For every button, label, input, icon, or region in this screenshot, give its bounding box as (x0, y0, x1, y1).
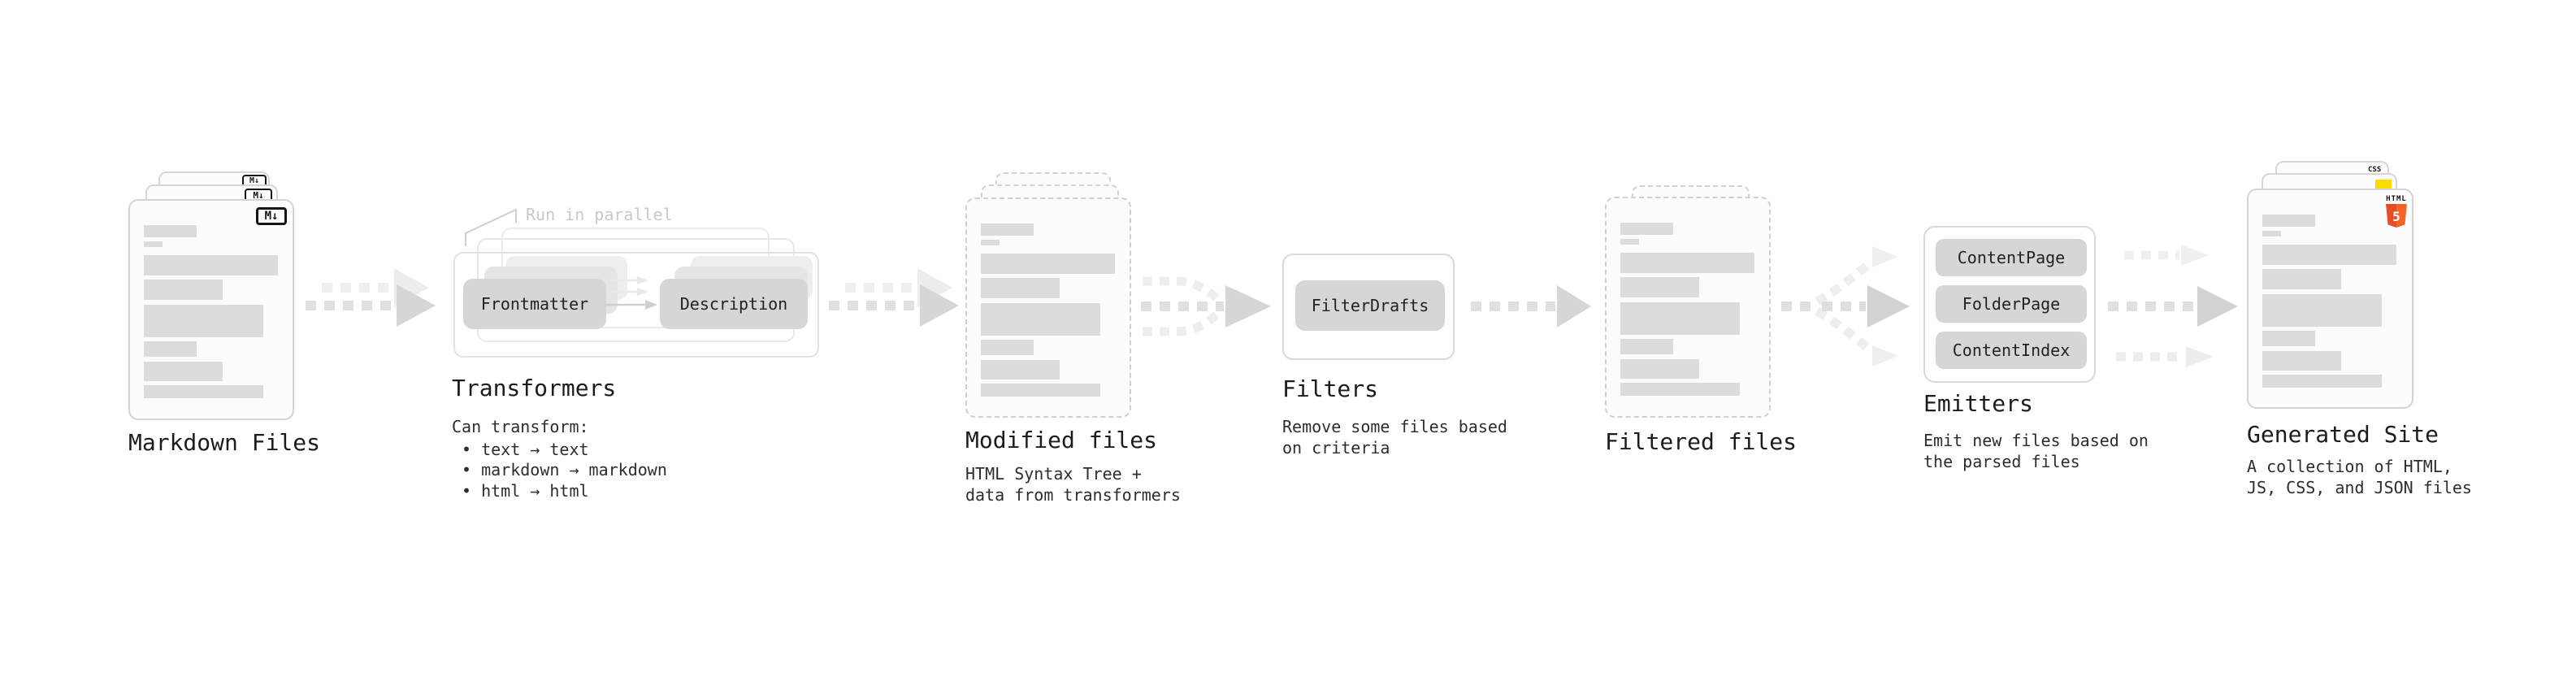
doc-skeleton-line (1620, 223, 1673, 235)
markdown-file-card-front: M↓ (128, 199, 294, 420)
doc-skeleton-line (2262, 231, 2281, 236)
content-index-pill: ContentIndex (1936, 332, 2087, 369)
doc-skeleton-line (144, 255, 278, 275)
html5-icon-number: 5 (2392, 209, 2400, 224)
doc-skeleton-line (2262, 351, 2341, 371)
doc-skeleton-line (981, 278, 1060, 298)
pill-to-pill-arrows (605, 276, 657, 310)
generated-site-label: Generated Site (2247, 421, 2439, 448)
transformers-bullet: • html → html (462, 481, 589, 501)
doc-skeleton-line (1620, 359, 1699, 379)
doc-skeleton-line (144, 341, 197, 357)
emitters-box: ContentPage FolderPage ContentIndex (1923, 226, 2096, 383)
emitters-description: Emit new files based on (1923, 431, 2149, 450)
filter-drafts-pill: FilterDrafts (1295, 280, 1445, 331)
arrow-transformers-to-modified (829, 268, 959, 327)
description-pill: Description (660, 279, 808, 329)
modified-files-label: Modified files (965, 427, 1158, 453)
filters-label: Filters (1282, 375, 1379, 402)
doc-skeleton-line (144, 225, 197, 237)
html5-icon-shield: 5 (2386, 204, 2407, 228)
doc-skeleton-line (144, 305, 263, 337)
markdown-files-label: Markdown Files (128, 429, 321, 456)
doc-skeleton-line (144, 385, 263, 398)
run-in-parallel-annotation: Run in parallel (526, 205, 673, 224)
arrow-filters-to-filtered (1471, 285, 1591, 327)
doc-skeleton-line (981, 360, 1060, 380)
html-file-card: HTML 5 (2247, 189, 2413, 409)
css-file-icon: CSS (2368, 166, 2382, 174)
doc-skeleton-line (981, 384, 1100, 397)
doc-skeleton-line (2262, 375, 2382, 388)
html5-icon-label: HTML (2386, 195, 2407, 203)
content-page-pill: ContentPage (1936, 239, 2087, 276)
doc-skeleton-line (2262, 269, 2341, 289)
modified-files-description: HTML Syntax Tree + (965, 464, 1142, 484)
doc-skeleton-line (144, 241, 163, 247)
doc-skeleton-line (1620, 302, 1740, 335)
filtered-files-label: Filtered files (1605, 428, 1798, 455)
doc-skeleton-line (144, 280, 223, 300)
filtered-file-card-front (1605, 197, 1771, 418)
frontmatter-pill: Frontmatter (463, 279, 606, 329)
doc-skeleton-line (1620, 239, 1639, 245)
doc-skeleton-line (2262, 245, 2396, 265)
arrow-filtered-to-emitters (1781, 246, 1910, 367)
emitters-description: the parsed files (1923, 452, 2080, 471)
doc-skeleton-line (981, 340, 1034, 355)
doc-skeleton-line (1620, 383, 1740, 396)
run-in-parallel-callout-line (465, 208, 517, 246)
filters-box: FilterDrafts (1282, 254, 1455, 360)
doc-skeleton-line (981, 254, 1115, 274)
doc-skeleton-line (1620, 277, 1699, 297)
arrow-emitters-to-generated (2108, 245, 2238, 367)
doc-skeleton-line (1620, 339, 1673, 354)
doc-skeleton-line (2262, 215, 2315, 227)
arrow-markdown-to-transformers (306, 268, 436, 327)
doc-skeleton-line (981, 303, 1100, 336)
folder-page-pill: FolderPage (1936, 285, 2087, 323)
doc-skeleton-line (2262, 331, 2315, 346)
doc-skeleton-line (981, 240, 1000, 245)
doc-skeleton-line (1620, 253, 1754, 273)
markdown-icon: M↓ (256, 207, 287, 225)
transformers-label: Transformers (452, 375, 617, 401)
arrow-modified-to-filters (1141, 276, 1271, 336)
generated-site-description: JS, CSS, and JSON files (2247, 478, 2472, 497)
filters-description: Remove some files based (1282, 417, 1507, 436)
transformer-box-front (453, 252, 819, 358)
transformers-bullet: • markdown → markdown (462, 460, 667, 479)
filters-description: on criteria (1282, 438, 1390, 458)
doc-skeleton-line (981, 223, 1034, 236)
modified-file-card-front (965, 197, 1131, 418)
emitters-label: Emitters (1923, 390, 2033, 417)
js-file-icon (2375, 180, 2392, 191)
doc-skeleton-line (144, 362, 223, 381)
transformers-description-heading: Can transform: (452, 417, 589, 436)
transformers-bullet: • text → text (462, 440, 589, 459)
modified-files-description: data from transformers (965, 485, 1181, 505)
html5-icon: HTML 5 (2383, 195, 2410, 228)
doc-skeleton-line (2262, 294, 2382, 327)
generated-site-description: A collection of HTML, (2247, 457, 2452, 476)
